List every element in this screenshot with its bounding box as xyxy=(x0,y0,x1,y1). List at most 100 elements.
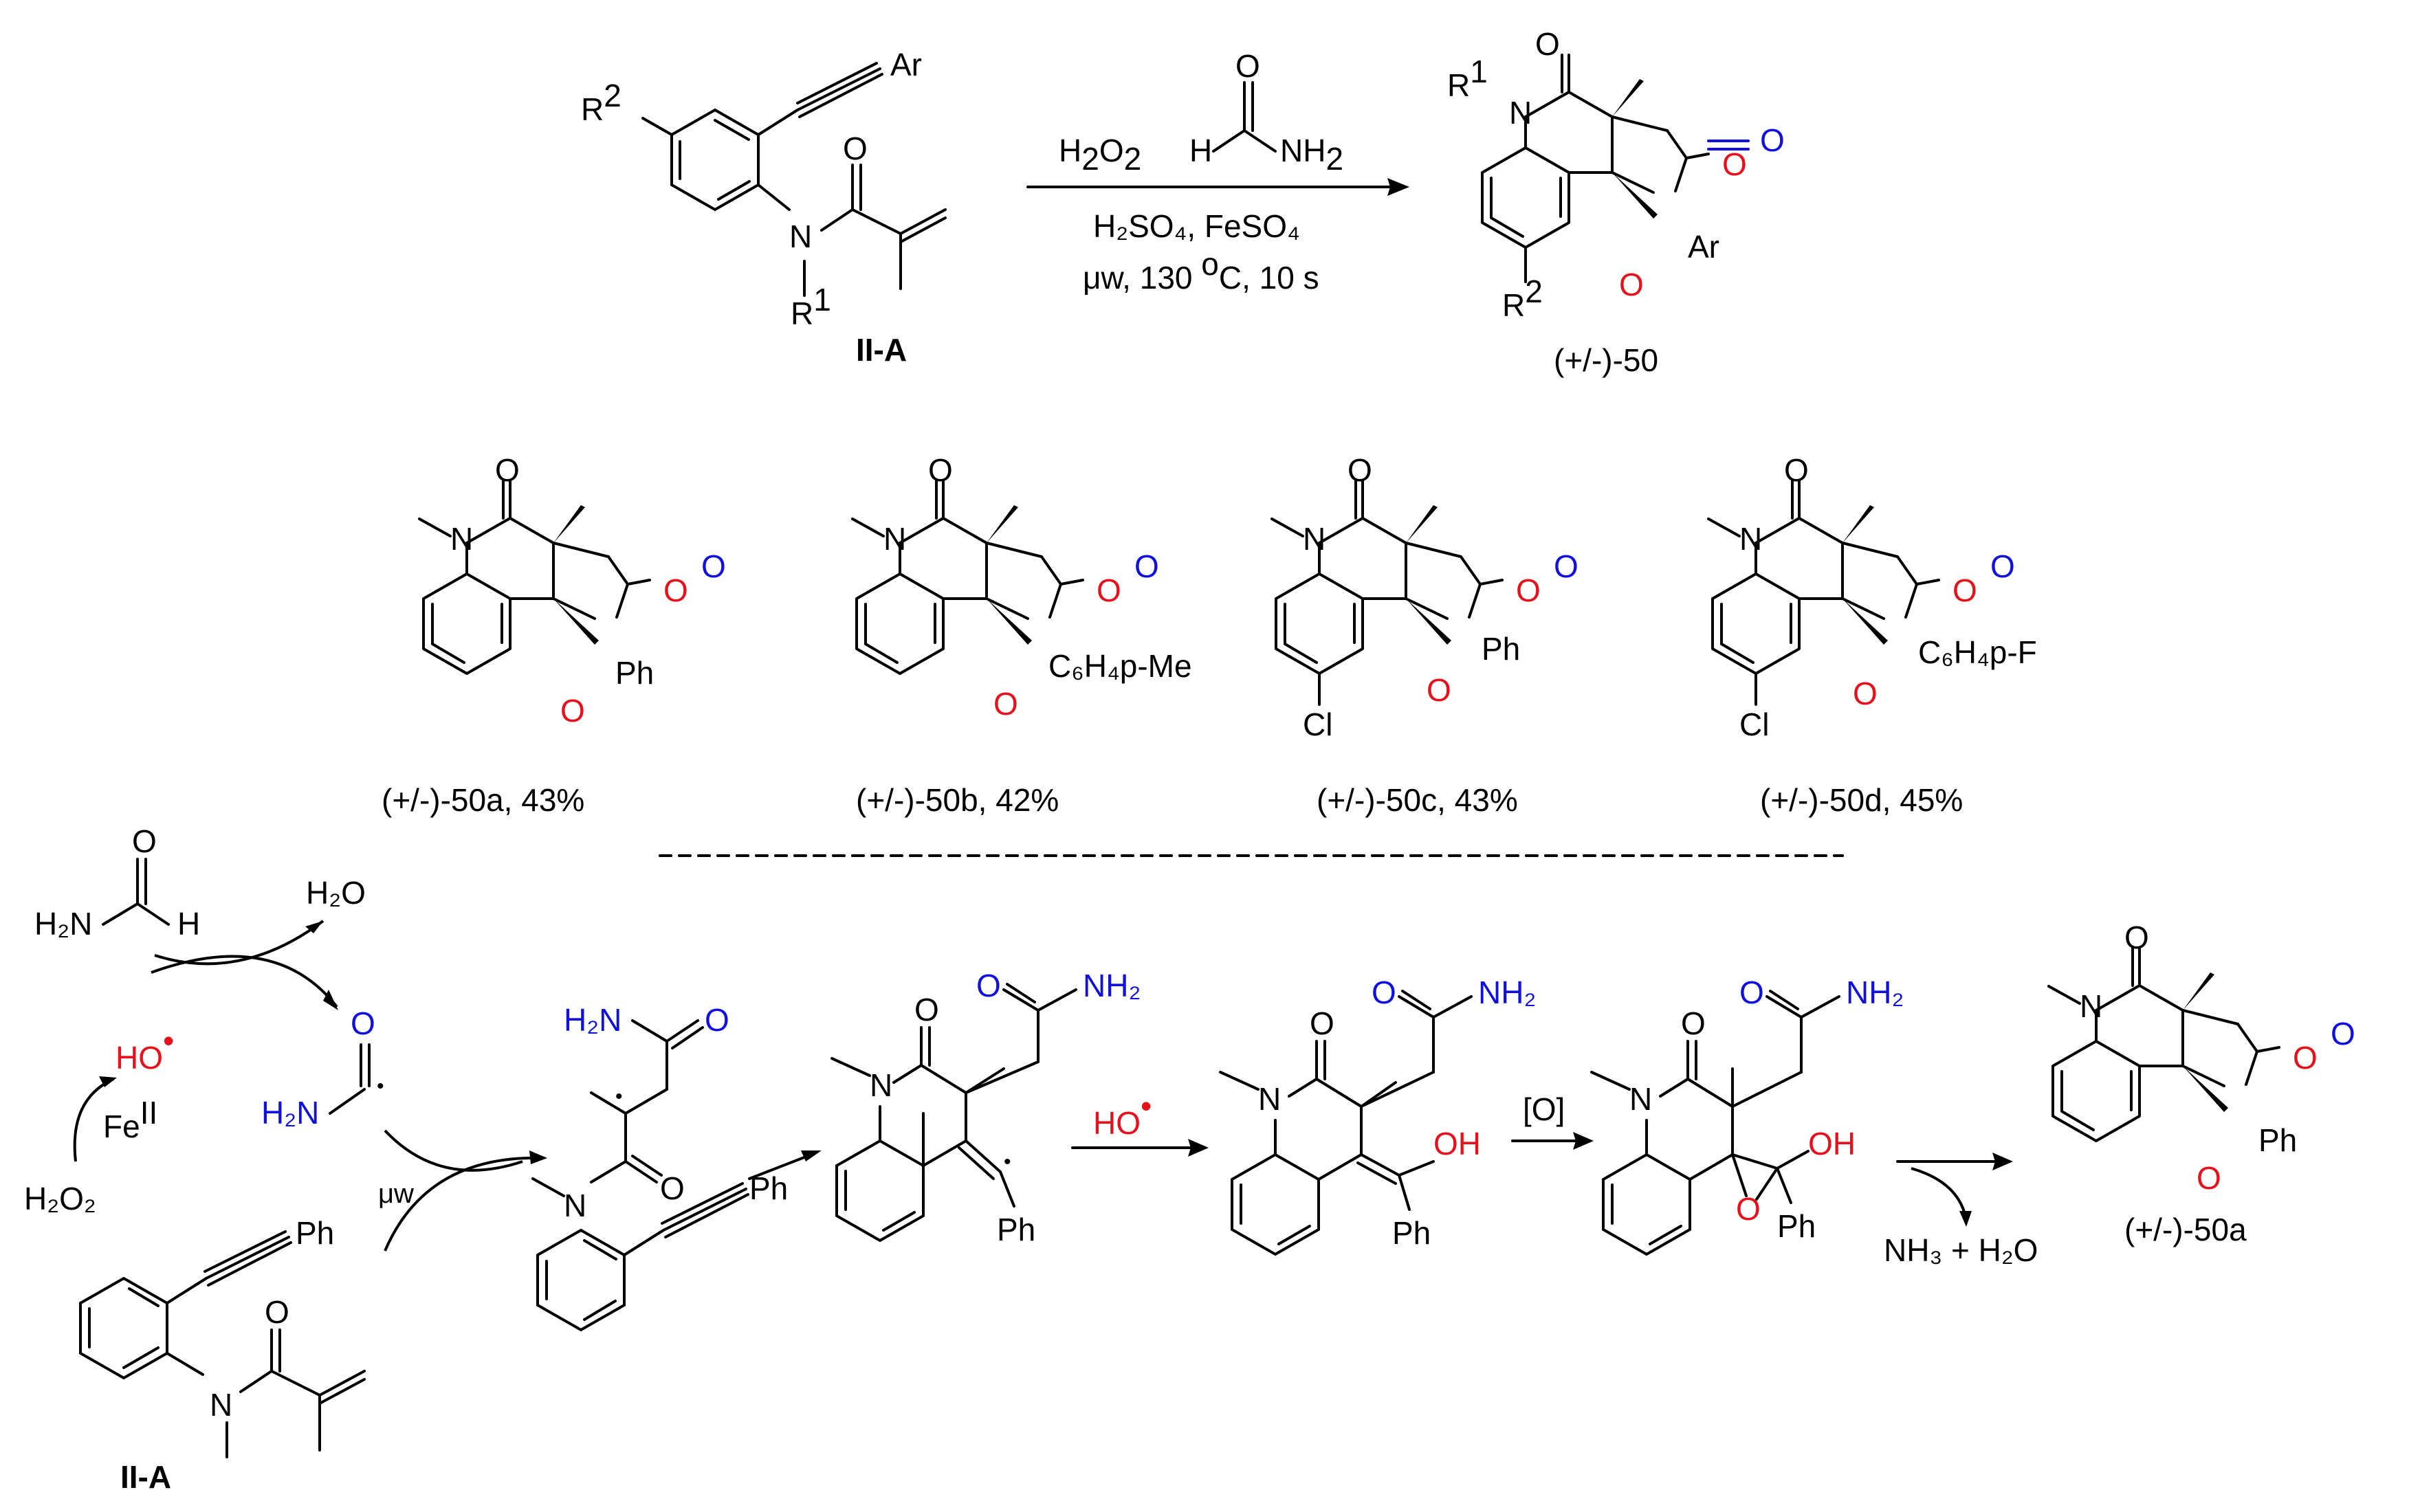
svg-text:H₂N: H₂N xyxy=(34,906,92,942)
svg-text:O: O xyxy=(1372,975,1396,1010)
svg-text:O: O xyxy=(1739,975,1764,1010)
svg-text:Ph: Ph xyxy=(2258,1122,2297,1158)
example-50d: N O O O C₆H₄p-F O Cl (+/-)-50d, 45% xyxy=(1707,452,2037,818)
svg-text:O: O xyxy=(660,1170,685,1206)
h2o2-reagent: H2O2 xyxy=(1059,133,1141,177)
example-label: (+/-)-50b, 42% xyxy=(856,782,1059,818)
n-atom: N xyxy=(789,219,812,254)
svg-text:N: N xyxy=(1509,95,1532,131)
formamide-nh2: NH2 xyxy=(1280,133,1343,177)
intermediate-enol: N O OH Ph O NH₂ xyxy=(1219,975,1536,1256)
svg-text:O: O xyxy=(1554,548,1578,584)
svg-text:O: O xyxy=(560,693,585,729)
svg-text:O: O xyxy=(1516,572,1541,608)
example-label: (+/-)-50a, 43% xyxy=(382,782,584,818)
r1-label: R1 xyxy=(791,282,831,331)
svg-text:Ph: Ph xyxy=(296,1215,334,1251)
svg-text:N: N xyxy=(210,1387,232,1423)
svg-text:N: N xyxy=(1739,521,1762,557)
svg-text:O: O xyxy=(495,452,520,488)
svg-text:O: O xyxy=(132,823,157,859)
example-50c: N O O O Ph O Cl (+/-)-50c, 43% xyxy=(1270,452,1578,818)
svg-text:H: H xyxy=(177,906,200,942)
svg-text:R1: R1 xyxy=(1447,54,1488,103)
svg-text:O: O xyxy=(351,1005,375,1041)
svg-text:N: N xyxy=(564,1188,586,1223)
svg-text:HO•: HO• xyxy=(1093,1088,1152,1141)
svg-text:O: O xyxy=(914,992,939,1027)
svg-text:O: O xyxy=(701,548,726,584)
svg-text:H₂O₂: H₂O₂ xyxy=(24,1181,96,1216)
intermediate-vinyl-radical: N O • Ph O NH₂ xyxy=(830,968,1141,1247)
svg-text:O: O xyxy=(928,452,953,488)
svg-text:O: O xyxy=(1760,122,1785,158)
svg-text:O: O xyxy=(1427,672,1451,708)
example-label: (+/-)-50c, 43% xyxy=(1317,782,1518,818)
aryl-label: C₆H₄p-Me xyxy=(1048,648,1192,684)
svg-text:O: O xyxy=(1097,572,1121,608)
svg-text:N: N xyxy=(870,1067,892,1103)
svg-text:O: O xyxy=(1952,572,1977,608)
svg-text:O: O xyxy=(1784,452,1809,488)
svg-text:FeII: FeII xyxy=(103,1095,157,1144)
formamide-h: H xyxy=(1189,133,1212,168)
svg-text:O: O xyxy=(976,968,1001,1003)
svg-text:O: O xyxy=(2124,920,2149,955)
svg-text:Ph: Ph xyxy=(997,1212,1035,1247)
svg-text:Ph: Ph xyxy=(1392,1215,1431,1251)
final-cyclization-step: NH₃ + H₂O xyxy=(1884,1153,2038,1268)
svg-text:OH: OH xyxy=(1433,1126,1481,1161)
svg-text:(+/-)-50a: (+/-)-50a xyxy=(2124,1212,2247,1247)
reactant-label: II-A xyxy=(856,332,907,368)
svg-text:O: O xyxy=(1134,548,1159,584)
svg-text:Ph: Ph xyxy=(1777,1208,1816,1244)
svg-text:O: O xyxy=(1619,267,1644,302)
formamide-o: O xyxy=(1235,48,1260,84)
carbonyl-o: O xyxy=(843,131,868,166)
svg-text:μw: μw xyxy=(378,1179,414,1209)
svg-text:NH₂: NH₂ xyxy=(1478,975,1536,1010)
aryl-label: C₆H₄p-F xyxy=(1918,634,2037,670)
reaction-conditions: H2O2 H O NH2 H₂SO₄, FeSO₄ μw, 130 oC, 10… xyxy=(1026,48,1409,296)
svg-text:[O]: [O] xyxy=(1523,1091,1565,1127)
product-50-general: O N R1 O O Ar O R2 (+/-)-50 xyxy=(1447,26,1785,378)
svg-text:O: O xyxy=(2331,1016,2355,1052)
ar-label: Ar xyxy=(890,47,922,82)
svg-text:N: N xyxy=(450,521,473,557)
mechanism-radical-generation: H₂N O H H₂O HO• FeII H₂O₂ O H₂N • μw xyxy=(24,823,547,1252)
water-byproduct: H₂O xyxy=(306,875,366,911)
svg-text:O: O xyxy=(1348,452,1372,488)
example-50a: (+/-)- N O O O Ph O (+/-)-50a, 43% xyxy=(382,452,726,818)
conditions-line2: H₂SO₄, FeSO₄ xyxy=(1093,208,1300,244)
svg-text:OH: OH xyxy=(1808,1126,1856,1161)
intermediate-epoxide: N O O OH Ph O NH₂ xyxy=(1590,975,1904,1256)
r2-label: R2 xyxy=(581,78,622,127)
svg-text:N: N xyxy=(1629,1081,1652,1117)
conditions-line3: μw, 130 oC, 10 s xyxy=(1083,246,1319,296)
svg-text:II-A: II-A xyxy=(120,1459,171,1495)
mechanism-reactant-II-A: Ph N O II-A xyxy=(79,1215,366,1495)
svg-text:O: O xyxy=(1681,1005,1706,1041)
svg-text:•: • xyxy=(1004,1150,1011,1173)
svg-text:O: O xyxy=(1535,26,1560,62)
reactant-II-A-top: R2 Ar N R1 O II-A xyxy=(581,47,947,368)
svg-text:O: O xyxy=(1310,1005,1334,1041)
svg-text:H₂N: H₂N xyxy=(261,1095,319,1131)
example-label: (+/-)-50d, 45% xyxy=(1760,782,1963,818)
svg-text:Ar: Ar xyxy=(1688,229,1719,265)
chloro-label: Cl xyxy=(1739,707,1769,742)
svg-text:N: N xyxy=(2080,988,2102,1024)
aryl-label: Ph xyxy=(1482,631,1520,667)
svg-text:N: N xyxy=(1303,521,1326,557)
svg-text:R2: R2 xyxy=(1502,274,1543,323)
svg-text:O: O xyxy=(2293,1040,2318,1076)
svg-text:NH₂: NH₂ xyxy=(1083,968,1141,1003)
svg-text:N: N xyxy=(1258,1081,1281,1117)
svg-text:O: O xyxy=(993,686,1018,722)
svg-text:O: O xyxy=(663,572,688,608)
example-50b: N O O O C₆H₄p-Me O (+/-)-50b, 42% xyxy=(851,452,1192,818)
final-product-50a: N O O O Ph O (+/-)-50a xyxy=(2047,920,2355,1247)
svg-text:H₂N: H₂N xyxy=(564,1002,622,1038)
svg-text:N: N xyxy=(883,521,906,557)
